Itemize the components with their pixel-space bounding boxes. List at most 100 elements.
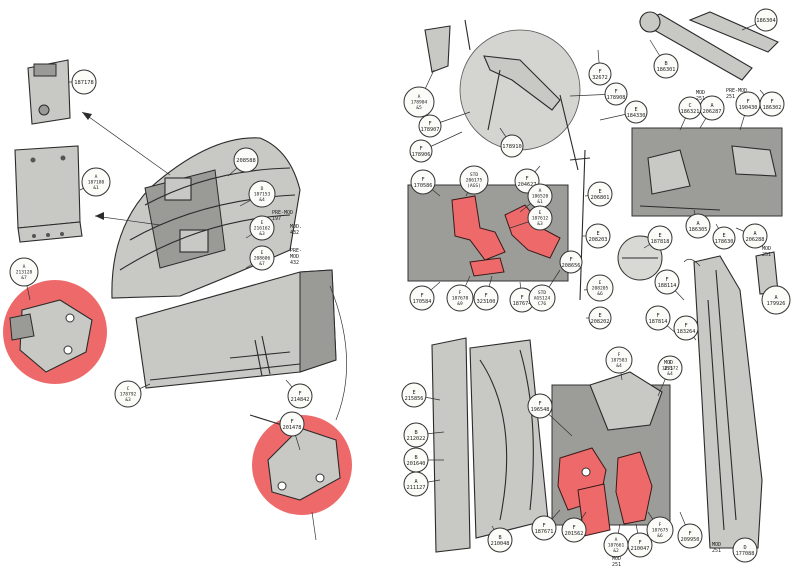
- callout-label: E: [596, 231, 599, 237]
- callout-circle: [446, 284, 474, 312]
- mod-note: 251: [712, 548, 721, 554]
- mod-note: MOD.: [290, 224, 302, 230]
- callout-circle: [527, 393, 553, 419]
- mod-note: MOD: [762, 246, 771, 252]
- callout-circle: [654, 269, 680, 295]
- callout-label: A: [414, 479, 418, 485]
- callout-label: A: [753, 231, 757, 237]
- part-callout: 186304: [754, 8, 778, 32]
- callout-label: &4: [616, 363, 622, 369]
- callout-label: 323100: [477, 299, 496, 305]
- mod-note: MOD: [664, 360, 673, 366]
- callout-label: A: [23, 264, 26, 270]
- callout-circle: [647, 225, 673, 251]
- callout-label: A: [774, 295, 778, 301]
- callout-label: &4: [667, 371, 673, 377]
- callout-label: 187674: [513, 301, 532, 307]
- callout-label: &5: [416, 105, 422, 111]
- callout-circle: [742, 223, 768, 249]
- callout-circle: [410, 169, 436, 195]
- callout-label: 213128: [16, 270, 33, 276]
- callout-label: 206288: [746, 237, 765, 243]
- callout-label: 208203: [589, 237, 608, 243]
- callout-label: &4: [259, 197, 265, 203]
- callout-label: 208205: [592, 286, 609, 292]
- callout-circle: [559, 250, 583, 274]
- callout-label: F: [538, 401, 541, 407]
- callout-circle: [761, 285, 791, 315]
- callout-label: B: [414, 455, 417, 461]
- callout-label: 178908: [607, 95, 626, 101]
- callout-label: E: [598, 189, 601, 195]
- callout-circle: [287, 383, 313, 409]
- callout-label: F: [656, 313, 659, 319]
- callout-label: E: [412, 390, 415, 396]
- callout-label: 186302: [763, 105, 782, 111]
- callout-label: 206175: [466, 178, 483, 184]
- callout-label: F: [428, 121, 431, 127]
- red-detail-circle-left: [3, 280, 107, 384]
- callout-label: 208202: [591, 319, 610, 325]
- callout-label: F: [484, 293, 487, 299]
- callout-label: 206801: [591, 195, 610, 201]
- mod-note: 432: [290, 230, 299, 236]
- callout-circle: [409, 285, 435, 311]
- callout-label: F: [569, 257, 572, 263]
- callout-label: C: [127, 386, 130, 392]
- callout-circle: [646, 516, 674, 544]
- callout-label: 209950: [681, 537, 700, 543]
- callout-label: F: [421, 177, 424, 183]
- callout-layer: 187178A187180&1208588D187153&4E216162&3E…: [9, 8, 791, 563]
- callout-label: F: [520, 295, 523, 301]
- mod-note: PRE-MOD: [272, 210, 293, 216]
- callout-circle: [677, 523, 703, 549]
- callout-circle: [653, 53, 679, 79]
- callout-label: F: [614, 89, 617, 95]
- callout-circle: [279, 411, 305, 437]
- callout-label: E: [598, 313, 601, 319]
- mod-note: 197: [272, 216, 281, 222]
- callout-label: F: [669, 360, 672, 366]
- callout-circle: [403, 86, 435, 118]
- callout-label: 187818: [651, 239, 670, 245]
- callout-label: F: [598, 69, 601, 75]
- callout-circle: [81, 167, 111, 197]
- callout-label: E: [261, 220, 264, 226]
- callout-label: 196548: [531, 407, 550, 413]
- callout-label: F: [684, 323, 687, 329]
- callout-label: 178630: [715, 239, 734, 245]
- callout-circle: [624, 100, 648, 124]
- callout-circle: [588, 306, 612, 330]
- callout-label: 210048: [491, 541, 510, 547]
- callout-circle: [459, 165, 489, 195]
- callout-label: 184330: [627, 113, 646, 119]
- callout-label: 201640: [407, 461, 426, 467]
- callout-circle: [561, 517, 587, 543]
- callout-label: &6: [657, 533, 663, 539]
- callout-label: 187661: [608, 543, 625, 549]
- callout-label: 190430: [739, 105, 758, 111]
- part-callout: 178910: [500, 134, 524, 158]
- callout-label: 208606: [254, 256, 271, 262]
- callout-label: E: [634, 107, 637, 113]
- callout-label: &2: [613, 548, 619, 554]
- callout-circle: [409, 139, 433, 163]
- mod-note: 251: [762, 252, 771, 258]
- callout-circle: [401, 382, 427, 408]
- callout-label: C76: [538, 301, 547, 307]
